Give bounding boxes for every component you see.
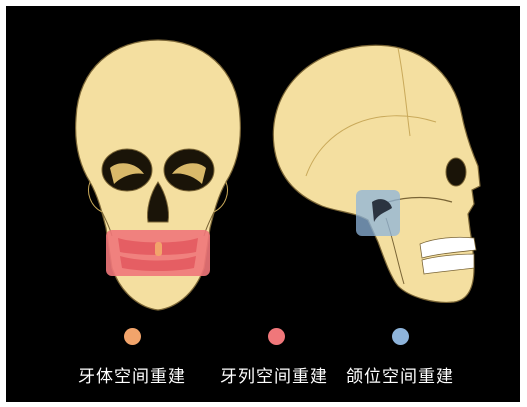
- lateral-teeth: [420, 237, 476, 274]
- diagram-canvas: 牙体空间重建 牙列空间重建 颌位空间重建: [6, 6, 520, 402]
- legend-dot-tmj: [392, 328, 409, 345]
- legend-label-tmj: 颌位空间重建: [346, 362, 454, 387]
- skull-illustration: [6, 6, 520, 402]
- legend-dot-dentition: [268, 328, 285, 345]
- legend-dot-tooth: [124, 328, 141, 345]
- lateral-orbit: [446, 158, 466, 186]
- legend-label-tooth: 牙体空间重建: [78, 362, 186, 387]
- legend-label-dentition: 牙列空间重建: [220, 362, 328, 387]
- tooth-overlay: [155, 242, 162, 256]
